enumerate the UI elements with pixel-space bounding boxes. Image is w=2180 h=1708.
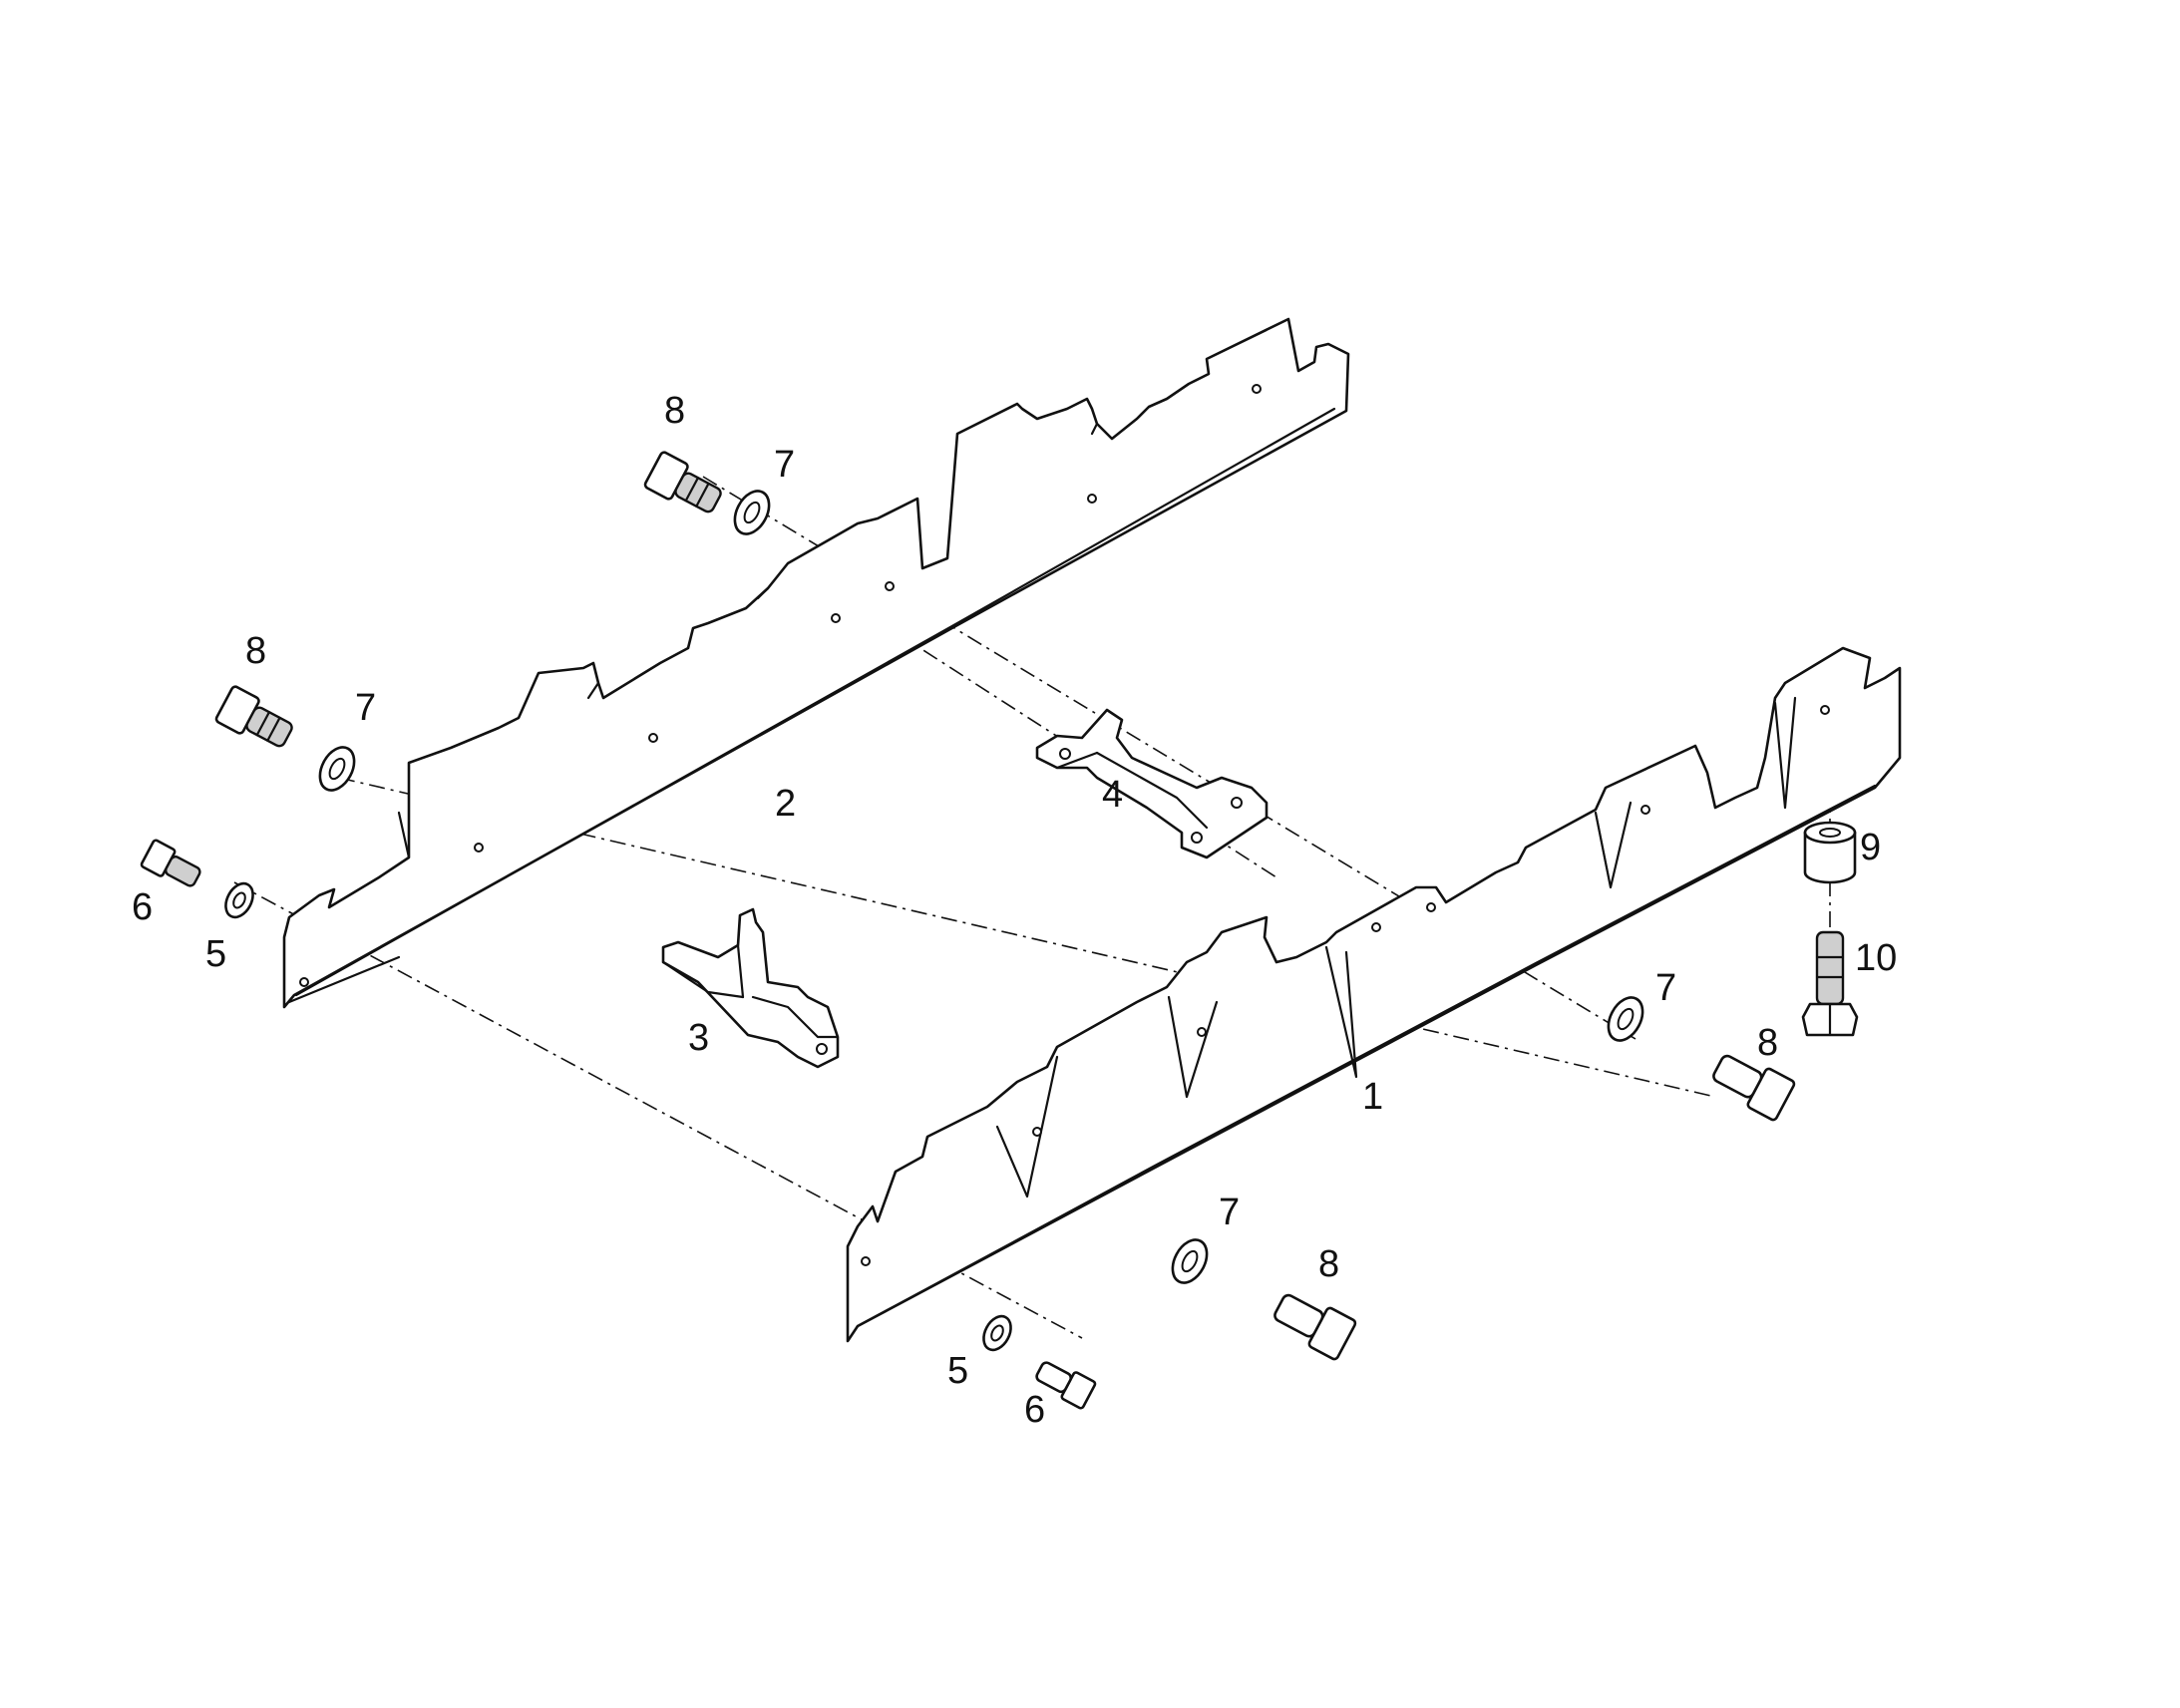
callout-bracket-rear: 4 — [1102, 774, 1123, 816]
bolt-top-front — [214, 685, 293, 748]
callout-screw-small-left: 6 — [132, 886, 153, 928]
callout-bracket-front: 3 — [688, 1017, 709, 1059]
callout-screw-small-right: 6 — [1024, 1389, 1045, 1431]
callout-rail-left: 2 — [775, 783, 796, 825]
bracket-rear — [1035, 708, 1269, 859]
callout-bolt-top-rear: 8 — [664, 390, 685, 432]
screw-small-right — [1035, 1361, 1097, 1410]
bracket-front — [661, 907, 840, 1069]
screw-small-left — [140, 839, 201, 887]
bolt-top-rear — [643, 451, 722, 513]
rail-right — [846, 646, 1902, 1343]
callout-bolt-right-front: 8 — [1318, 1243, 1339, 1285]
rail-left — [282, 317, 1350, 1009]
callout-washer-small-left: 5 — [205, 933, 226, 975]
callout-bolt-top-front: 8 — [245, 630, 266, 672]
bolt-right-front — [1273, 1293, 1357, 1361]
washer-small-left — [224, 881, 254, 919]
callout-rail-right: 1 — [1362, 1076, 1383, 1118]
spacer — [1803, 821, 1857, 884]
callout-washer-right-front: 7 — [1219, 1192, 1240, 1233]
washer-top-front — [318, 746, 356, 792]
washer-top-rear — [733, 490, 771, 535]
bolt-right-rear — [1712, 1054, 1796, 1122]
callout-washer-right-rear: 7 — [1655, 967, 1676, 1009]
callout-washer-small-right: 5 — [947, 1350, 968, 1392]
washer-small-right — [982, 1314, 1012, 1352]
callout-bolt-right-rear: 8 — [1757, 1022, 1778, 1064]
washer-right-front — [1171, 1238, 1209, 1284]
callout-washer-top-rear: 7 — [774, 444, 795, 486]
bolt-vertical — [1801, 930, 1859, 1037]
callout-spacer: 9 — [1860, 827, 1881, 868]
callout-labels: 1 2 3 4 5 5 6 6 7 7 7 7 8 8 8 8 9 10 — [132, 390, 1897, 1431]
callout-washer-top-front: 7 — [355, 687, 376, 729]
callout-bolt-vertical: 10 — [1855, 937, 1897, 979]
washer-right-rear — [1607, 996, 1644, 1042]
